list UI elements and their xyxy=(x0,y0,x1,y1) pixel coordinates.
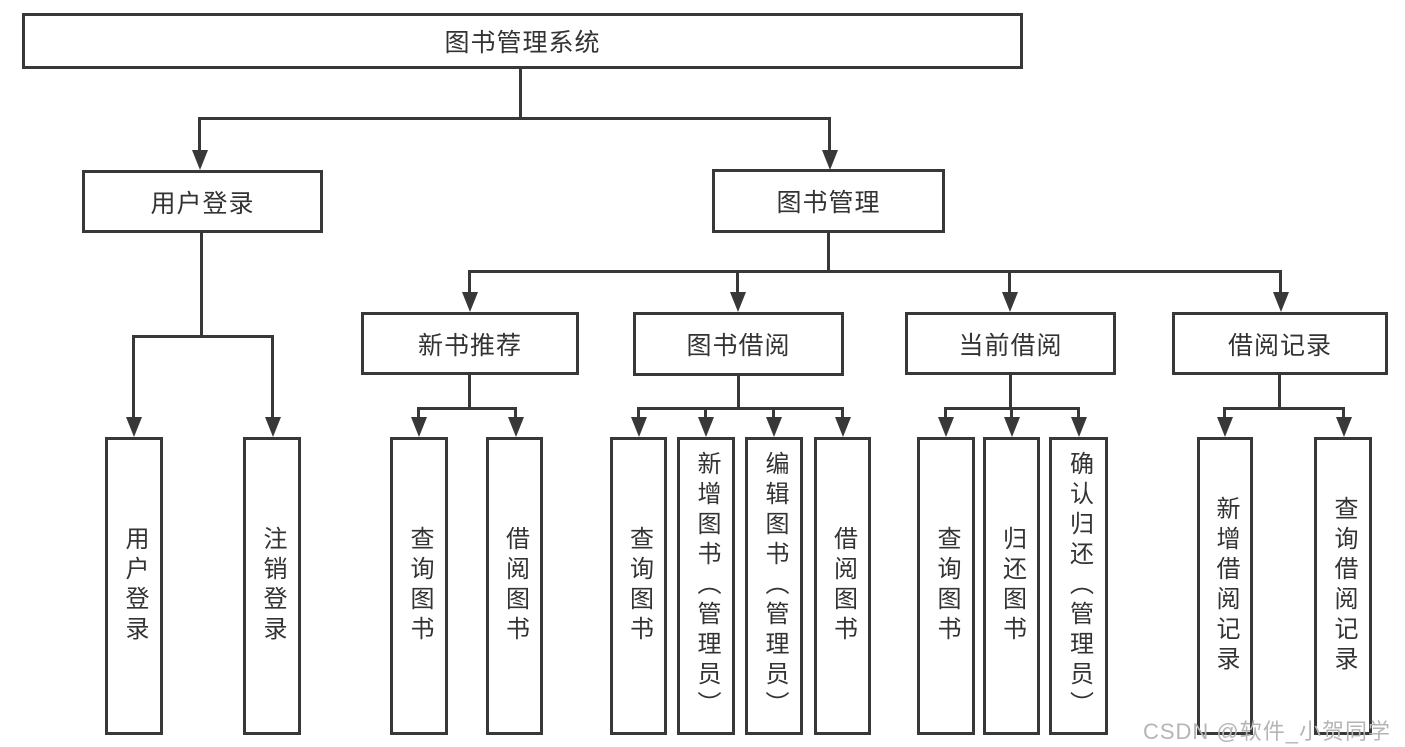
connector-line xyxy=(736,270,739,294)
node-label: 查询图书 xyxy=(933,526,960,646)
node-label: 新增借阅记录 xyxy=(1212,496,1239,676)
arrowhead-down xyxy=(938,417,954,437)
node-label: 图书借阅 xyxy=(686,332,791,360)
connector-line xyxy=(468,270,1282,273)
node-label: 归还图书 xyxy=(998,526,1026,646)
leaf-logout: 注销登录 xyxy=(243,437,301,735)
connector-line xyxy=(468,375,471,407)
arrowhead-down xyxy=(730,292,746,312)
node-new-book-recommend: 新书推荐 xyxy=(361,312,579,375)
node-library-management-system: 图书管理系统 xyxy=(22,13,1023,69)
arrowhead-down xyxy=(822,150,838,170)
leaf-add-books-admin: 新增图书（管理员） xyxy=(677,437,735,735)
arrowhead-down xyxy=(411,417,427,437)
node-label: 新增图书（管理员） xyxy=(693,451,720,721)
arrowhead-down xyxy=(835,417,851,437)
node-label: 新书推荐 xyxy=(417,331,522,360)
arrowhead-down xyxy=(1273,292,1289,312)
connector-line xyxy=(1008,270,1011,294)
arrowhead-down xyxy=(192,150,208,170)
node-label: 查询图书 xyxy=(406,526,433,646)
leaf-user-login: 用户登录 xyxy=(105,437,163,735)
connector-line xyxy=(468,270,471,294)
connector-line xyxy=(828,117,831,152)
node-book-borrowing: 图书借阅 xyxy=(633,312,844,376)
connector-line xyxy=(200,233,203,335)
connector-line xyxy=(198,117,831,120)
leaf-edit-books-admin: 编辑图书（管理员） xyxy=(745,437,803,735)
arrowhead-down xyxy=(1002,292,1018,312)
node-label: 用户登录 xyxy=(121,526,148,646)
node-label: 确认归还（管理员） xyxy=(1065,451,1093,721)
connector-line xyxy=(1223,407,1345,410)
connector-line xyxy=(1077,407,1080,419)
leaf-return-books: 归还图书 xyxy=(983,437,1040,735)
connector-line xyxy=(198,117,201,152)
arrowhead-down xyxy=(631,417,647,437)
connector-line xyxy=(417,407,420,419)
arrowhead-down xyxy=(1004,417,1020,437)
connector-line xyxy=(827,233,830,270)
arrowhead-down xyxy=(265,417,281,437)
node-label: 编辑图书（管理员） xyxy=(761,451,788,721)
arrowhead-down xyxy=(462,292,478,312)
arrowhead-down xyxy=(698,417,714,437)
leaf-query-books-borrowing: 查询图书 xyxy=(610,437,667,735)
connector-line xyxy=(514,407,517,419)
node-label: 用户登录 xyxy=(150,189,255,218)
arrowhead-down xyxy=(508,417,524,437)
node-label: 查询借阅记录 xyxy=(1330,496,1357,676)
leaf-query-books-current: 查询图书 xyxy=(917,437,975,735)
node-label: 查询图书 xyxy=(625,526,653,646)
connector-line xyxy=(944,407,947,419)
leaf-query-borrow-record: 查询借阅记录 xyxy=(1314,437,1372,735)
connector-line xyxy=(271,335,274,417)
connector-line xyxy=(1279,270,1282,294)
leaf-confirm-return-admin: 确认归还（管理员） xyxy=(1049,437,1108,735)
connector-line xyxy=(841,407,844,419)
connector-line xyxy=(637,407,844,410)
arrowhead-down xyxy=(1217,417,1233,437)
node-book-management: 图书管理 xyxy=(712,169,945,233)
arrowhead-down xyxy=(1336,417,1352,437)
arrowhead-down xyxy=(1071,417,1087,437)
leaf-add-borrow-record: 新增借阅记录 xyxy=(1197,437,1253,735)
connector-line xyxy=(737,376,740,407)
node-user-login: 用户登录 xyxy=(82,170,323,233)
connector-line xyxy=(1342,407,1345,419)
connector-line xyxy=(637,407,640,419)
leaf-borrow-books-borrowing: 借阅图书 xyxy=(814,437,871,735)
node-label: 借阅图书 xyxy=(829,526,857,646)
node-borrowing-records: 借阅记录 xyxy=(1172,312,1388,375)
node-current-borrowing: 当前借阅 xyxy=(905,312,1116,375)
arrowhead-down xyxy=(766,417,782,437)
node-label: 借阅记录 xyxy=(1227,331,1332,360)
node-label: 借阅图书 xyxy=(501,526,529,646)
connector-line xyxy=(417,407,517,410)
connector-line xyxy=(132,335,274,338)
connector-line xyxy=(1010,407,1013,419)
arrowhead-down xyxy=(126,417,142,437)
node-label: 图书管理系统 xyxy=(444,29,601,57)
connector-line xyxy=(772,407,775,419)
connector-line xyxy=(1009,375,1012,407)
node-label: 注销登录 xyxy=(259,526,286,646)
connector-line xyxy=(704,407,707,419)
leaf-borrow-books-recommend: 借阅图书 xyxy=(486,437,543,735)
node-label: 当前借阅 xyxy=(958,331,1063,360)
connector-line xyxy=(132,335,135,417)
connector-line xyxy=(1278,375,1281,407)
connector-line xyxy=(1223,407,1226,419)
csdn-watermark: CSDN @软件_小贺同学 xyxy=(1142,719,1391,744)
connector-line xyxy=(519,69,522,117)
leaf-query-books-recommend: 查询图书 xyxy=(390,437,448,735)
node-label: 图书管理 xyxy=(776,189,881,217)
